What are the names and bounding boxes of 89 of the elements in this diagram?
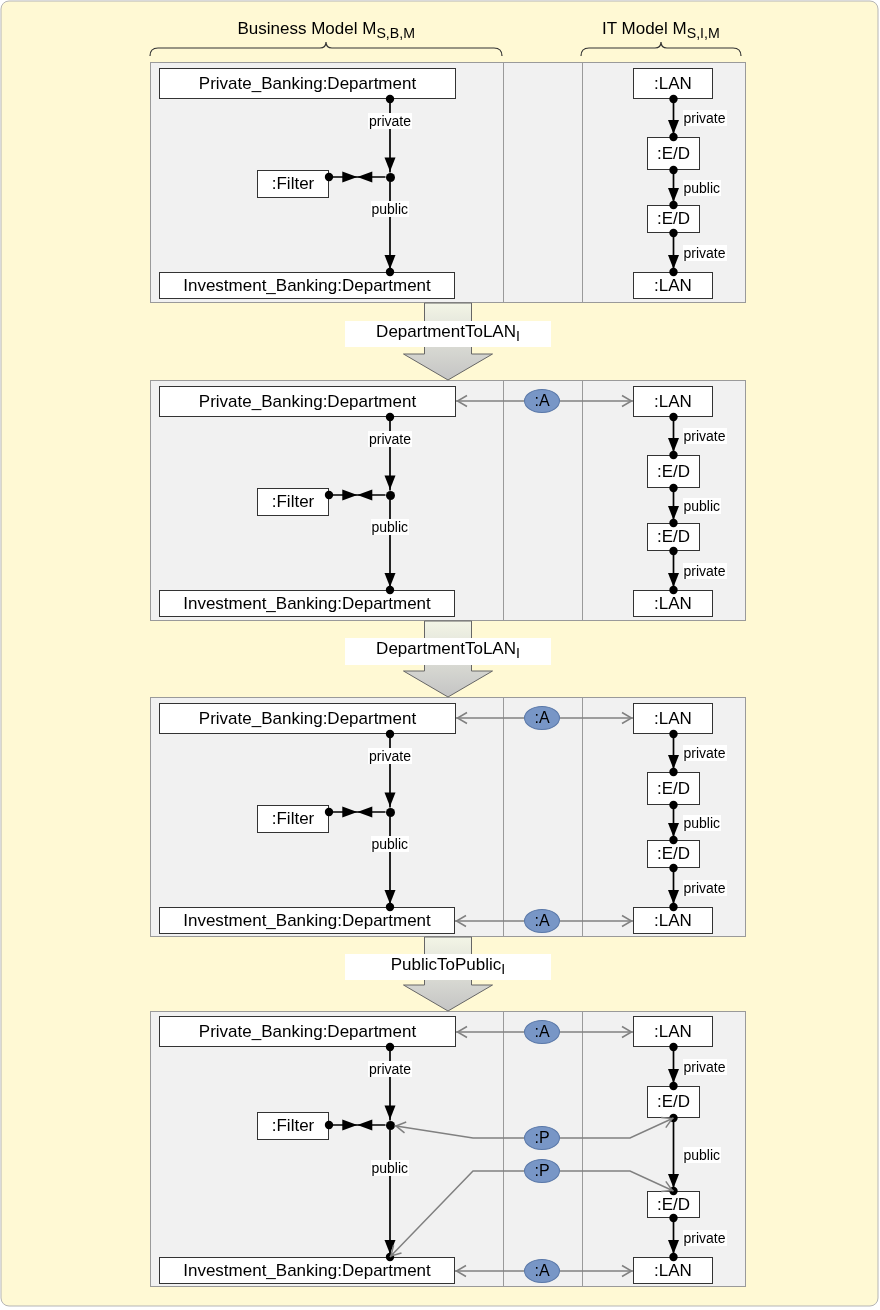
association-ellipse: :A <box>524 1259 560 1283</box>
association-ellipse: :P <box>524 1159 560 1183</box>
arrow <box>668 165 679 210</box>
object-box: Private_Banking:Department <box>159 703 456 734</box>
object-box: Investment_Banking:Department <box>159 907 455 934</box>
arrow <box>668 800 679 845</box>
arrow <box>384 1128 396 1262</box>
arrow <box>559 1025 634 1039</box>
object-box: :E/D <box>647 523 700 551</box>
object-box: Private_Banking:Department <box>159 1016 456 1047</box>
edge-label: private <box>368 431 413 448</box>
object-box: :E/D <box>647 137 700 170</box>
arrow <box>559 394 634 408</box>
arrow <box>668 546 679 595</box>
edge-label: private <box>368 1061 413 1078</box>
model-panel <box>150 697 746 937</box>
object-box: :LAN <box>633 907 713 934</box>
object-box: :Filter <box>257 488 329 516</box>
association-ellipse: :P <box>524 1126 560 1150</box>
arrow <box>559 711 634 725</box>
object-box: Investment_Banking:Department <box>159 590 455 617</box>
column-heading: Business Model M$_{S,B,M}$ <box>237 19 415 42</box>
object-box: Investment_Banking:Department <box>159 1257 455 1284</box>
object-box: :LAN <box>633 590 713 617</box>
arrow <box>668 483 679 528</box>
object-box: :LAN <box>633 1257 713 1284</box>
edge-label: private <box>682 745 727 761</box>
object-box: :E/D <box>647 840 700 868</box>
edge-label: private <box>368 748 413 765</box>
arrow <box>384 180 396 277</box>
object-box: :E/D <box>647 1086 700 1118</box>
arrow <box>668 729 679 777</box>
junction-dot <box>385 1120 395 1130</box>
arrow <box>559 1264 634 1278</box>
object-box: :LAN <box>633 386 713 417</box>
column-heading: IT Model M$_{S,I,M}$ <box>602 19 720 42</box>
object-box: :LAN <box>633 272 713 299</box>
arrow <box>454 1264 525 1278</box>
object-box: :Filter <box>257 1112 329 1140</box>
model-panel <box>150 380 746 621</box>
object-box: :E/D <box>647 455 700 488</box>
object-box: :Filter <box>257 805 329 833</box>
connector <box>324 1119 387 1131</box>
arrow <box>668 1113 679 1196</box>
arrow <box>454 914 525 928</box>
association-ellipse: :A <box>524 389 560 413</box>
junction-dot <box>385 807 395 817</box>
connector <box>324 171 387 183</box>
object-box: :LAN <box>633 68 713 99</box>
transformation-label: PublicToPublic$_{I}$ <box>345 953 551 980</box>
object-box: :E/D <box>647 772 700 805</box>
object-box: :Filter <box>257 170 329 198</box>
arrow <box>455 1025 525 1039</box>
arrow <box>668 94 679 142</box>
association-ellipse: :A <box>524 706 560 730</box>
arrow <box>455 711 525 725</box>
arrow <box>668 412 679 460</box>
object-box: :E/D <box>647 205 700 233</box>
object-box: :LAN <box>633 1016 713 1047</box>
association-ellipse: :A <box>524 909 560 933</box>
arrow <box>668 1042 679 1091</box>
junction-dot <box>385 172 395 182</box>
model-panel <box>150 1011 746 1287</box>
arrow <box>668 1213 679 1262</box>
arrow <box>668 228 679 277</box>
transformation-label: DepartmentToLAN$_{I}$ <box>345 638 551 665</box>
arrow <box>559 914 634 928</box>
model-panel <box>150 62 746 303</box>
junction-dot <box>385 490 395 500</box>
transformation-label: DepartmentToLAN$_{I}$ <box>345 320 551 348</box>
object-box: Investment_Banking:Department <box>159 272 455 299</box>
arrow <box>393 1121 525 1139</box>
object-box: :E/D <box>647 1191 700 1218</box>
arrow <box>559 1116 675 1139</box>
association-ellipse: :A <box>524 1020 560 1044</box>
connector <box>324 489 387 501</box>
arrow <box>455 394 525 408</box>
arrow <box>668 863 679 912</box>
arrow <box>389 1170 525 1258</box>
edge-label: private <box>368 113 413 130</box>
arrow <box>559 1170 675 1193</box>
edge-label: private <box>682 428 727 444</box>
arrow <box>384 498 396 595</box>
edge-label: private <box>682 110 727 126</box>
object-box: Private_Banking:Department <box>159 68 456 99</box>
connector <box>324 806 387 818</box>
object-box: :LAN <box>633 703 713 734</box>
object-box: Private_Banking:Department <box>159 386 456 417</box>
arrow <box>384 815 396 912</box>
